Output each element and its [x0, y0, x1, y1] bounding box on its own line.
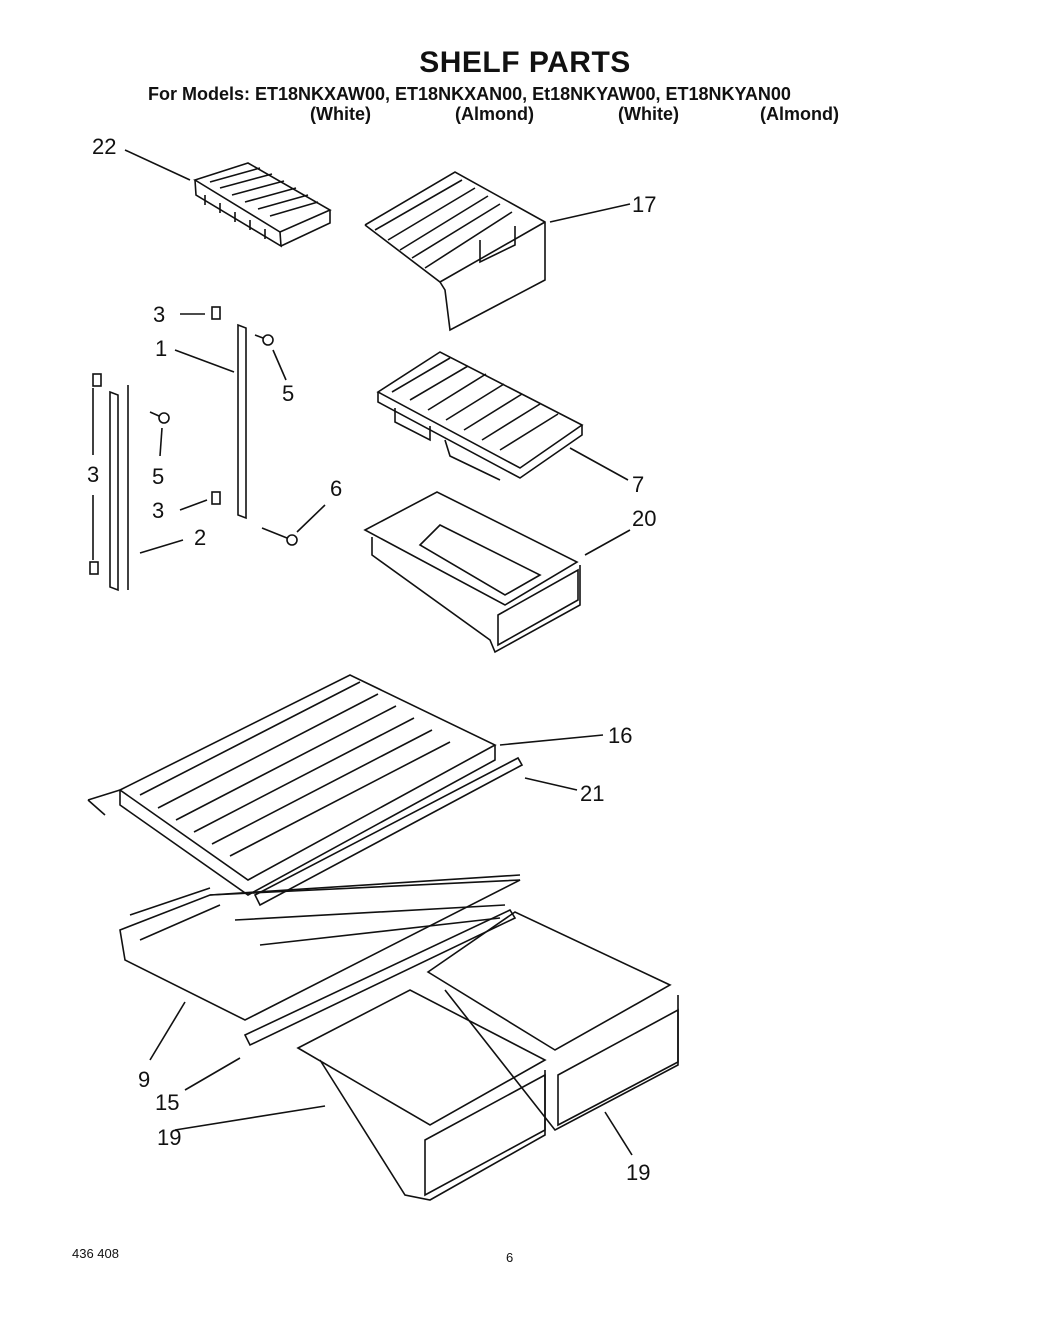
callout-20: 20 [632, 506, 657, 531]
callout-7: 7 [632, 472, 645, 497]
callout-5-left: 5 [152, 464, 165, 489]
crisper-drawer-right-part [426, 911, 679, 1132]
shelf-cover-part [364, 171, 546, 332]
meat-pan-part [363, 491, 581, 654]
shelf-trim-part [253, 756, 524, 907]
crisper-rail-part [243, 908, 517, 1047]
page-title: SHELF PARTS [419, 46, 631, 79]
callout-2: 2 [194, 525, 207, 550]
variant-label-almond-2: (Almond) [760, 104, 839, 124]
models-line: For Models: ET18NKXAW00, ET18NKXAN00, Et… [148, 84, 791, 104]
page-number: 6 [506, 1250, 514, 1265]
shelf-rail-part [89, 306, 247, 592]
callout-16: 16 [608, 723, 633, 748]
callout-17: 17 [632, 192, 657, 217]
callout-3-left: 3 [87, 462, 100, 487]
variant-label-almond-1: (Almond) [455, 104, 534, 124]
callout-19-left: 19 [157, 1125, 182, 1150]
variant-label-white-1: (White) [310, 104, 371, 124]
glass-shelf-part [87, 674, 497, 896]
crisper-frame-part [119, 874, 521, 1021]
callout-1: 1 [155, 336, 168, 361]
leader-lines [92, 149, 633, 1156]
variant-label-white-2: (White) [618, 104, 679, 124]
callout-3-top: 3 [153, 302, 166, 327]
callout-21: 21 [580, 781, 605, 806]
callout-19-right: 19 [626, 1160, 651, 1185]
ice-cube-tray-part [193, 162, 332, 248]
document-code: 436 408 [72, 1246, 119, 1261]
screw-parts [149, 334, 298, 546]
crisper-shelf-part [376, 351, 584, 481]
callout-5-right: 5 [282, 381, 295, 406]
crisper-drawer-left-part [296, 989, 547, 1201]
callout-9: 9 [138, 1067, 151, 1092]
callout-15: 15 [155, 1090, 180, 1115]
callout-3-bottom: 3 [152, 498, 165, 523]
callout-6: 6 [330, 476, 343, 501]
callout-22: 22 [92, 134, 117, 159]
